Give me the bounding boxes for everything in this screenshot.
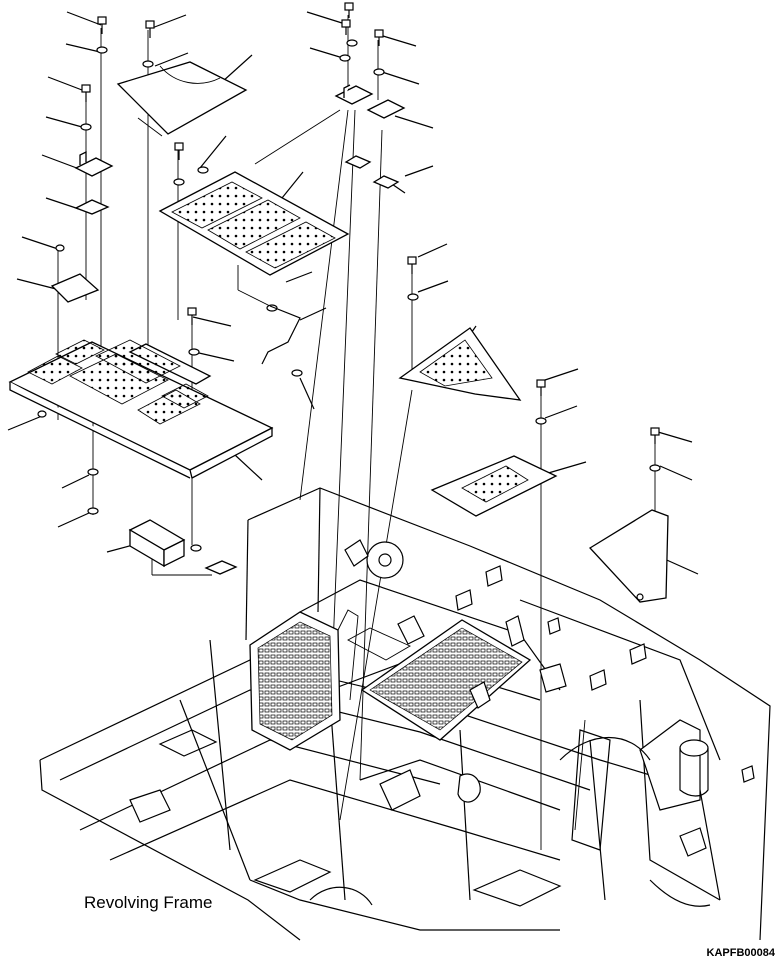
radiator-grille [249,609,359,751]
step-plate [430,455,558,517]
drawing-code: KAPFB00084 [706,947,775,959]
bolts-and-washers [37,2,661,515]
center-floor-mesh [347,619,532,741]
side-plate-right [398,327,522,401]
frame-caption: Revolving Frame [84,893,213,912]
corner-bracket [588,509,669,603]
cover-plate-top [116,61,248,137]
frame-details [129,539,755,907]
floor-plate-left [8,339,274,479]
brackets [50,84,406,575]
floor-mat-upper [158,171,350,276]
box-part [128,519,202,568]
bent-rod [261,305,301,365]
assembly-axes [57,15,656,850]
revolving-frame [39,487,771,941]
